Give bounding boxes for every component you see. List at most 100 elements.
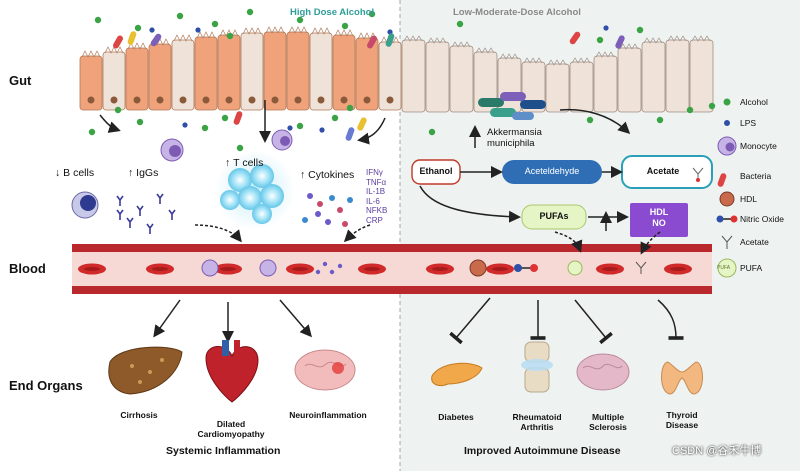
watermark: CSDN @谷禾牛博	[672, 445, 762, 457]
legend-alcohol: Alcohol	[740, 97, 768, 107]
legend-bacteria: Bacteria	[740, 171, 772, 181]
vessel-pufa	[567, 260, 583, 276]
bacterium-body	[127, 31, 137, 45]
igg-antibody	[126, 217, 134, 228]
alcohol-dot	[686, 106, 694, 114]
igg-antibody	[168, 209, 176, 220]
bacteria-icons	[113, 31, 727, 187]
red-blood-cell-center	[602, 267, 618, 271]
igg-antibody	[136, 205, 144, 216]
cell-nucleus	[294, 96, 302, 104]
vessel-hdl	[469, 259, 487, 277]
thyroid-text: Thyroid	[666, 410, 698, 420]
microvilli	[523, 57, 543, 64]
alcohol-dot	[428, 128, 436, 136]
bacterium-icon	[367, 35, 377, 49]
gut-cell	[355, 37, 379, 111]
organ-label-diabetes: Diabetes	[426, 412, 486, 423]
microvilli	[691, 35, 711, 42]
bottom-label-systemic-inflammation: Systemic Inflammation	[166, 445, 281, 457]
alcohol-dot	[94, 16, 102, 24]
bacterium-icon	[233, 111, 243, 125]
bacterium-body	[569, 31, 581, 45]
alcohol-dot	[246, 8, 254, 16]
vessel-cytokine	[337, 263, 343, 269]
acetaldehyde-box	[502, 160, 602, 184]
alcohol-dot	[708, 102, 716, 110]
lps-dot	[195, 27, 201, 33]
cell-nucleus	[156, 96, 164, 104]
gut-cell	[401, 39, 426, 113]
gut-cell	[425, 41, 450, 113]
organ-label-dilated-cardiomyopathy: Dilated Cardiomyopathy	[197, 419, 265, 439]
lps-dot	[149, 27, 155, 33]
cytokine-crp: CRP	[366, 215, 383, 225]
alcohol-dot	[88, 128, 96, 136]
cytokine-dot	[337, 207, 343, 213]
cytokine-particles-icon	[302, 193, 353, 227]
alcohol-dot	[346, 104, 354, 112]
gut-cell	[148, 43, 172, 111]
bacterium-icon	[357, 117, 367, 131]
microvilli	[265, 26, 285, 34]
cytokine-tnfa: TNFα	[366, 177, 387, 187]
alcohol-dot	[636, 26, 644, 34]
b-cell-icon	[71, 191, 99, 219]
liver-icon	[108, 346, 183, 395]
rheumatoid-text: Rheumatoid	[512, 412, 562, 422]
cytokine-il6: IL-6	[366, 196, 380, 206]
gut-cell	[521, 61, 546, 113]
cytokines-text: Cytokines	[308, 169, 355, 181]
alcohol-dot	[134, 24, 142, 32]
cytokine-dot	[347, 197, 353, 203]
microvilli	[242, 27, 262, 35]
igg-antibody	[116, 209, 124, 220]
organ-label-rheumatoid-arthritis: Rheumatoid Arthritis	[500, 412, 574, 433]
gut-cell	[569, 61, 594, 113]
alcohol-dot	[296, 122, 304, 130]
gut-epithelium-left	[79, 26, 402, 111]
microvilli	[311, 27, 331, 35]
vessel-cytokine	[315, 269, 321, 275]
microvilli	[571, 57, 591, 64]
iggs-text: IgGs	[136, 167, 159, 179]
t-cells-text: T cells	[233, 157, 264, 169]
microvilli	[643, 37, 663, 44]
b-cells-text: B cells	[63, 167, 95, 179]
legend-monocyte-nucleus	[725, 142, 735, 152]
organ-label-neuroinflammation: Neuroinflammation	[289, 410, 367, 420]
microvilli	[219, 29, 239, 37]
bacterium-icon	[113, 35, 123, 49]
cytokine-list: IFNγ TNFα IL-1B IL-6 NFKB CRP	[366, 168, 387, 226]
cytokine-dot	[315, 211, 321, 217]
legend-nitric-oxide: Nitric Oxide	[740, 214, 784, 224]
alcohol-dot	[201, 124, 209, 132]
microvilli	[427, 37, 447, 44]
vessel-acetate	[635, 261, 647, 274]
red-blood-cell-center	[220, 267, 236, 271]
gut-cell	[545, 63, 570, 113]
brain-healthy-icon	[576, 353, 630, 391]
cell-nucleus	[179, 96, 187, 104]
gut-cell	[79, 55, 103, 111]
bacterium-body	[233, 111, 243, 125]
cytokine-nfkb: NFKB	[366, 206, 388, 216]
arthritis-text: Arthritis	[520, 421, 554, 432]
monocyte-icon	[160, 129, 293, 162]
cytokine-dot	[302, 217, 308, 223]
no-text: NO	[652, 218, 666, 229]
legend-icons	[716, 98, 738, 278]
diabetes-text: Diabetes	[438, 412, 474, 422]
bacterium-body	[717, 173, 727, 187]
heart-icon	[205, 340, 259, 403]
blood-vessel-wall-bottom	[72, 286, 712, 294]
alcohol-dot	[236, 144, 244, 152]
right-flow-arrows	[419, 108, 684, 345]
vessel-cytokine	[322, 261, 328, 267]
joint-icon	[521, 341, 553, 393]
vessel-cytokine	[329, 269, 335, 275]
cell-nucleus	[202, 96, 210, 104]
akkermansia-label: Akkermansia municiphila	[487, 127, 542, 150]
alcohol-dot	[368, 10, 376, 18]
gut-cell	[593, 55, 618, 113]
